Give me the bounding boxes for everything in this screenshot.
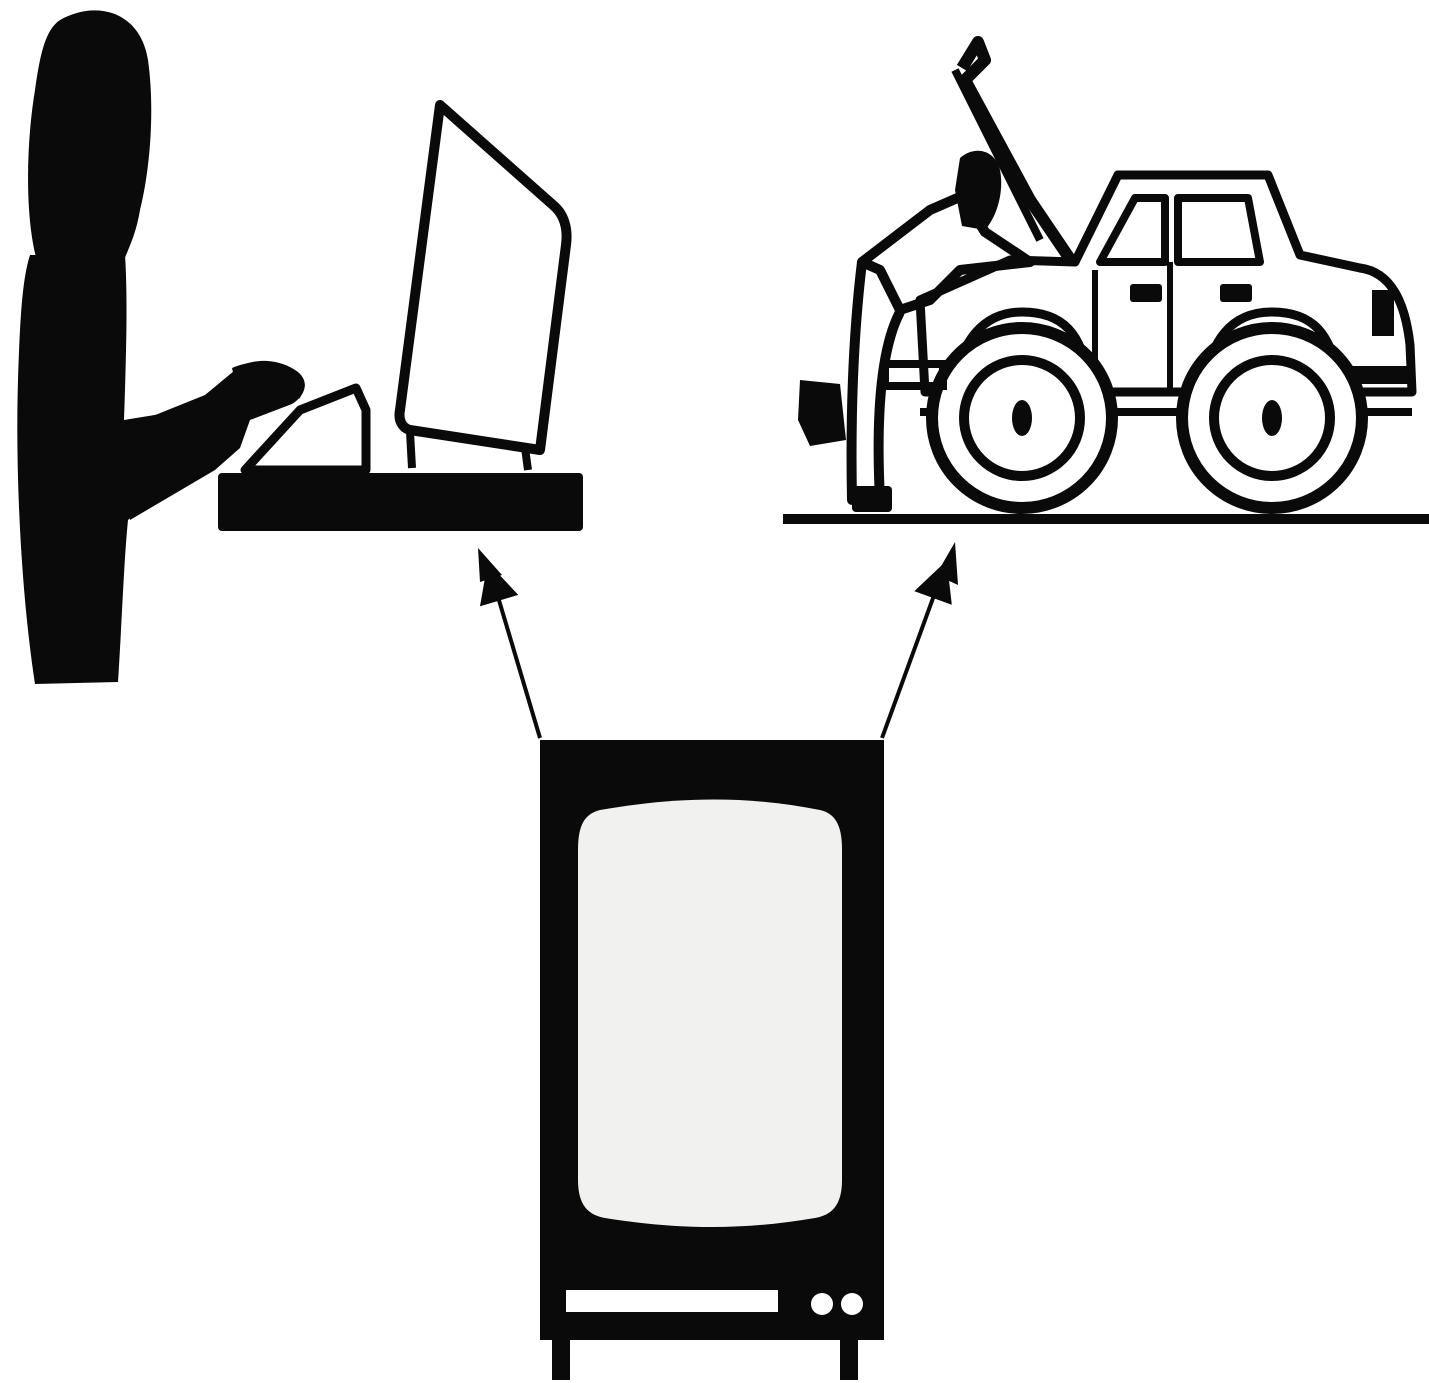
television-icon xyxy=(540,740,884,1380)
tv-screen xyxy=(578,800,842,1228)
person-at-computer-icon xyxy=(17,10,583,684)
arrow-tv-to-car xyxy=(882,542,958,738)
ground-line xyxy=(783,514,1429,524)
tv-knob-left xyxy=(811,1293,833,1315)
car-front-wheel xyxy=(932,328,1112,508)
tv-knob-right xyxy=(841,1293,863,1315)
tv-control-slot xyxy=(566,1290,778,1312)
mechanic-repairing-car-icon xyxy=(783,42,1429,524)
desk xyxy=(218,473,583,531)
person-silhouette xyxy=(17,10,305,684)
arrow-tv-to-computer xyxy=(478,548,540,738)
computer-monitor xyxy=(399,105,566,470)
car-rear-wheel xyxy=(1182,328,1362,508)
